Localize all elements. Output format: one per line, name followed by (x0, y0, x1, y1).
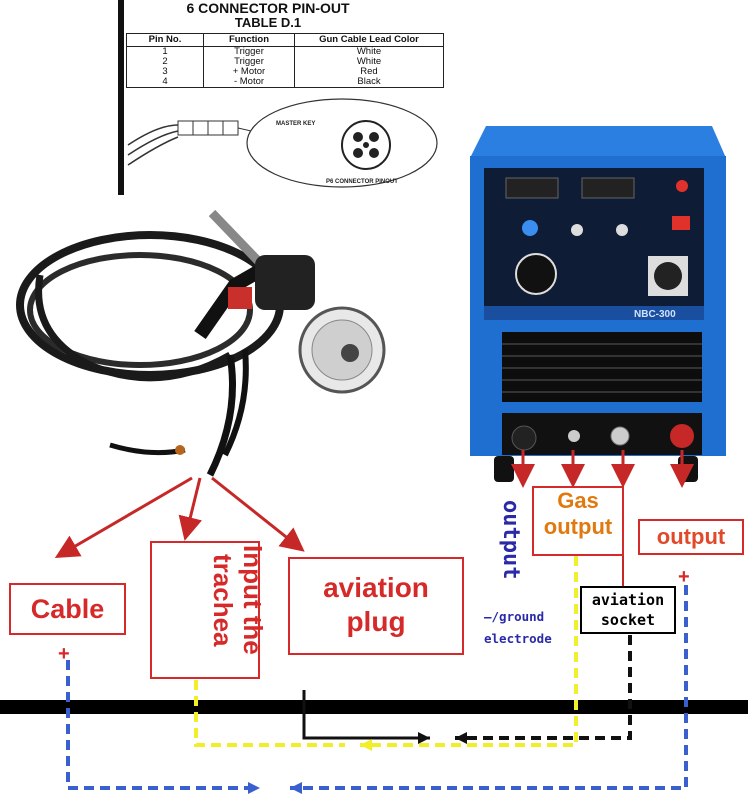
cell-color: Red (294, 67, 444, 77)
socket-line1: aviation (591, 591, 665, 609)
plug-line (302, 690, 430, 740)
ground-line1: —/ground (484, 609, 545, 624)
pinout-table: Pin No. Function Gun Cable Lead Color 1 … (126, 33, 444, 88)
welding-machine-image: NBC-300 (470, 126, 726, 482)
output-vertical-label: output (498, 500, 523, 580)
output-label: output (656, 524, 726, 549)
aviation-plug-line1: aviation (323, 572, 429, 603)
aviation-plug-box: aviation plug (288, 557, 464, 655)
socket-line2: socket (600, 611, 656, 629)
rail-bar (0, 700, 748, 714)
gas-label-line2: output (543, 514, 613, 539)
spool-gun-image (16, 209, 386, 477)
output-box: output (638, 519, 744, 555)
arrow-to-trachea (178, 477, 202, 541)
input-trachea-box: Input the trachea (150, 541, 268, 679)
table-row: 2 Trigger White (126, 57, 444, 67)
cable-label: Cable (30, 594, 105, 624)
table-row: 1 Trigger White (126, 46, 444, 57)
table-row: 3 + Motor Red (126, 67, 444, 77)
model-label: NBC-300 (634, 309, 676, 320)
table-row: 4 - Motor Black (126, 77, 444, 88)
vertical-rule (118, 0, 124, 195)
cable-line (66, 660, 260, 790)
ground-electrode-label: —/ground electrode (484, 606, 552, 650)
ground-line2: electrode (484, 631, 552, 646)
input-trachea-label: Input the trachea (208, 545, 268, 655)
pinout-table-block: 6 CONNECTOR PIN-OUT TABLE D.1 Pin No. Fu… (118, 0, 448, 195)
gas-output-box: Gas output (532, 486, 624, 556)
arrow-to-plug (211, 476, 305, 552)
connector-pinout-drawing: MASTER KEY P6 CONNECTOR PINOUT (127, 98, 438, 188)
output-line (290, 585, 688, 790)
pinout-title: 6 CONNECTOR PIN-OUT (186, 0, 350, 16)
header-lead-color: Gun Cable Lead Color (294, 33, 444, 47)
pinout-subtitle: TABLE D.1 (234, 15, 302, 30)
master-key-label: MASTER KEY (276, 121, 315, 127)
header-function: Function (203, 33, 295, 47)
cell-color: White (294, 57, 444, 67)
plus-sign-left: + (58, 643, 70, 665)
aviation-socket-box: aviation socket (580, 586, 676, 634)
cell-color: Black (294, 77, 444, 88)
socket-line (455, 635, 632, 740)
connector-pinout-label: P6 CONNECTOR PINOUT (326, 179, 398, 185)
trachea-line (194, 680, 345, 747)
arrow-to-cable (54, 476, 193, 559)
plus-sign-right: + (678, 566, 690, 588)
cable-label-box: Cable (9, 583, 126, 635)
cell-color: White (294, 46, 444, 57)
gas-label-line1: Gas (557, 488, 599, 513)
aviation-plug-line2: plug (346, 606, 406, 637)
